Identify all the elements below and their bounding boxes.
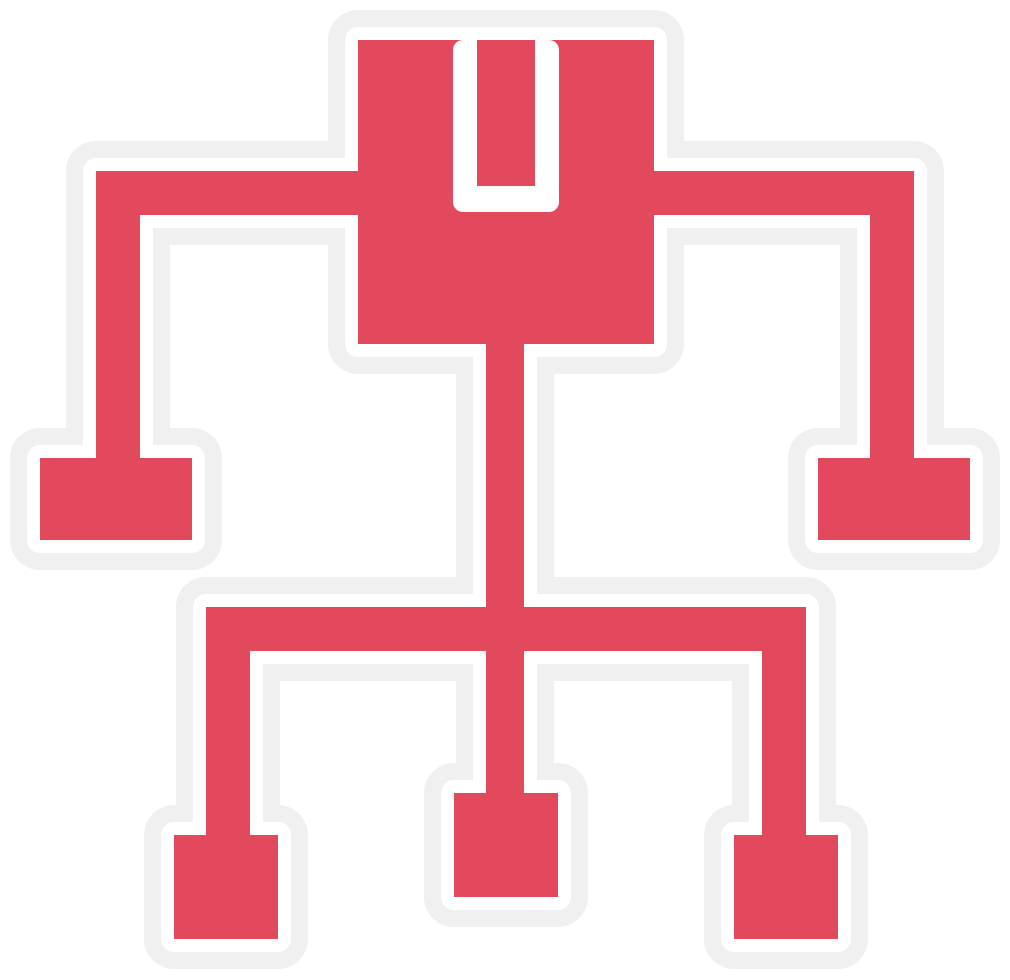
- root-node-slot: [477, 40, 535, 186]
